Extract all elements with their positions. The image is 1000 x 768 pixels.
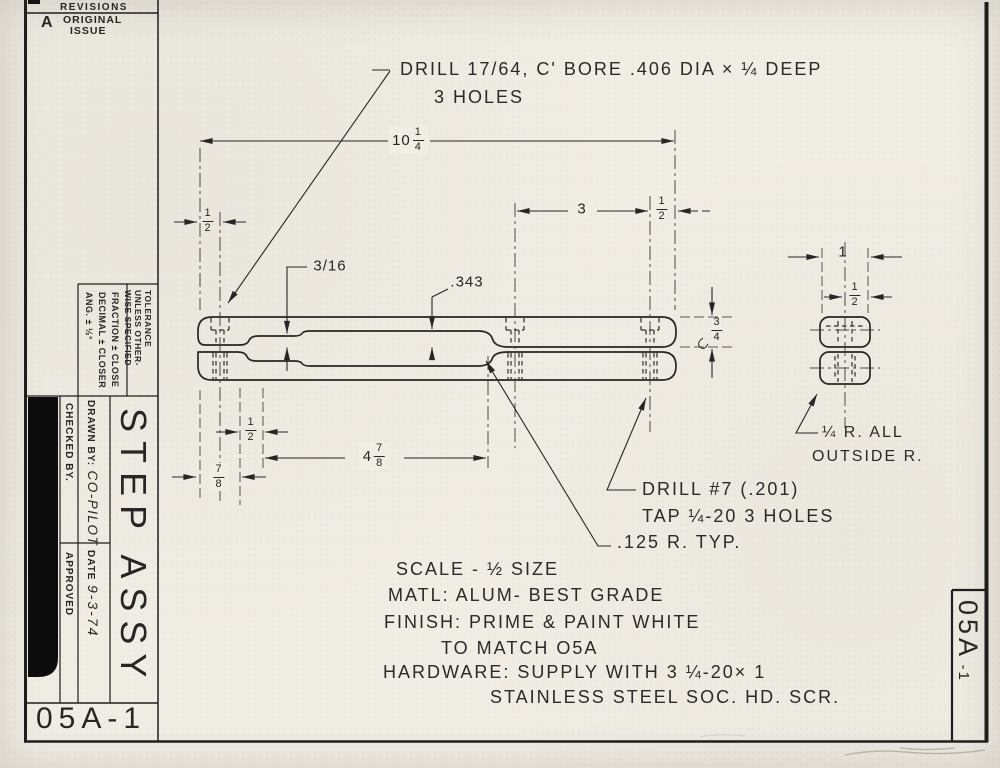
part-front-view — [197, 316, 677, 381]
pencil-smudge — [699, 734, 986, 756]
tap-note-line2: TAP ¼-20 3 HOLES — [642, 506, 835, 526]
date-value: 9-3-74 — [85, 584, 101, 638]
revision-description-line2: ISSUE — [70, 25, 107, 37]
date-label: DATE — [85, 550, 96, 581]
spec-finish-line2: TO MATCH O5A — [441, 638, 599, 658]
tolerance-header-line3: WISE SPECIFIED — [123, 290, 133, 366]
spec-hardware-line1: HARDWARE: SUPPLY WITH 3 ¼-20× 1 — [383, 662, 767, 682]
tolerance-header: TOLERANCE UNLESS OTHER- WISE SPECIFIED — [123, 290, 153, 366]
sheet-borders — [24, 0, 989, 743]
radius-note: .125 R. TYP. — [617, 532, 742, 552]
outside-radius-note-line2: OUTSIDE R. — [812, 448, 924, 465]
checked-by-label: CHECKED BY. — [63, 403, 74, 482]
date-field: DATE 9-3-74 — [83, 550, 101, 637]
tolerance-header-line1: TOLERANCE — [143, 290, 153, 348]
drawing-number-side-suffix: -1 — [955, 664, 972, 682]
drawing-number-side-main: 05A — [953, 600, 983, 661]
tolerance-angle: ANG. ± ½° — [84, 292, 94, 341]
leader-lines — [227, 69, 818, 547]
dimension-lines — [172, 137, 902, 481]
outside-radius-note-line1: ¼ R. ALL — [822, 424, 904, 441]
spec-material: MATL: ALUM- BEST GRADE — [388, 585, 665, 605]
spec-finish-line1: FINISH: PRIME & PAINT WHITE — [384, 612, 701, 632]
drawing-number: 05A-1 — [36, 702, 147, 735]
drawn-by-value: CO-PILOT — [85, 470, 100, 547]
dim-end-width: 1 — [838, 243, 848, 261]
tolerance-header-line2: UNLESS OTHER- — [133, 290, 143, 366]
tap-note-line1: DRILL #7 (.201) — [642, 479, 800, 499]
dim-step-depth: .343 — [450, 273, 484, 291]
drawn-by-field: DRAWN BY: CO-PILOT — [83, 400, 101, 546]
drawn-by-label: DRAWN BY: — [85, 400, 96, 467]
drill-cbore-note-line1: DRILL 17/64, C' BORE .406 DIA × ¼ DEEP — [400, 59, 823, 79]
revision-description-line1: ORIGINAL — [63, 14, 123, 26]
dim-tongue-thickness: 3/16 — [313, 257, 347, 275]
tolerance-decimal: DECIMAL ± CLOSER — [97, 292, 107, 389]
dim-hole-spacing: 3 — [573, 200, 591, 218]
extension-lines — [199, 248, 869, 505]
spec-hardware-line2: STAINLESS STEEL SOC. HD. SCR. — [490, 687, 841, 707]
spec-scale: SCALE - ½ SIZE — [396, 559, 560, 579]
drill-cbore-note-line2: 3 HOLES — [434, 87, 525, 107]
drawing-number-side: 05A -1 — [952, 600, 983, 682]
centerlines — [199, 130, 880, 505]
tolerance-values: FRACTION ± CLOSE DECIMAL ± CLOSER ANG. ±… — [82, 292, 121, 388]
hidden-hole-lines — [210, 318, 864, 382]
drawing-title: STEP ASSY — [113, 408, 154, 687]
approved-label: APPROVED — [63, 552, 74, 617]
revisions-header: REVISIONS — [60, 2, 128, 13]
revision-letter: A — [41, 14, 53, 31]
redacted-stamp-block — [28, 397, 58, 677]
tolerance-fraction: FRACTION ± CLOSE — [110, 292, 120, 388]
